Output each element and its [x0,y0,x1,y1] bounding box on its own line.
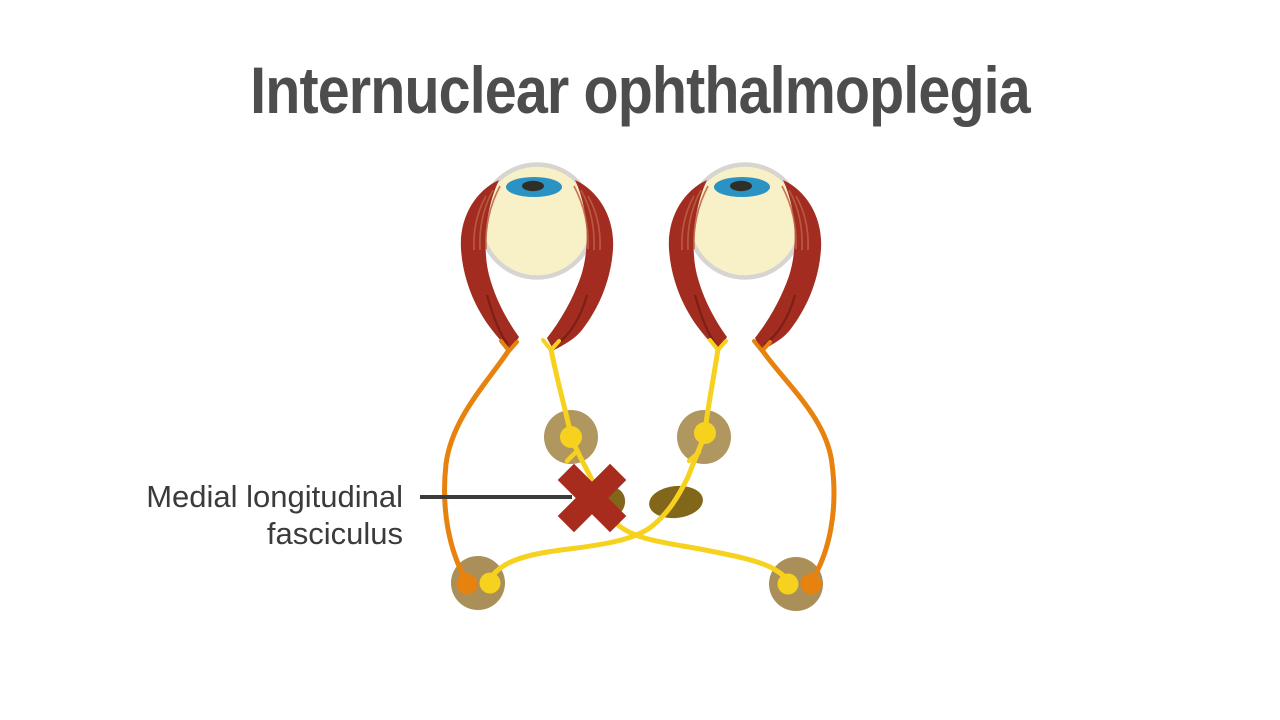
pupil [522,180,544,192]
abducens-internuclear-dot-right [777,573,799,595]
mlf-fiber-right-to-left [487,431,708,584]
abducens-motor-dot-right [800,573,822,595]
abducens-motor-dot-left [456,573,478,595]
mlf-label-line1: Medial longitudinal [146,479,403,514]
lesion-x-icon [557,463,627,533]
muscle-striations [473,185,601,251]
left-eye [460,162,614,350]
medial-longitudinal-fasciculus-label: Medial longitudinal fasciculus [146,478,403,552]
lateral-rectus-pathway-right [759,347,837,585]
page-title: Internuclear ophthalmoplegia [250,53,1031,127]
axon-branch-left [564,448,580,464]
mlf-fiber-left-to-right [568,435,791,585]
nerve-terminal-medial-right [708,338,728,352]
rectus-muscle-inner [547,180,614,350]
right-eye [669,165,821,351]
abducens-nucleus-left [451,556,505,610]
nerve-terminal-lateral-left [499,339,519,353]
oculomotor-neuron-dot-right [694,422,716,444]
nerve-terminal-medial-left [541,338,561,352]
axon-branch-right [686,449,702,464]
oculomotor-neuron-dot-left [560,426,582,448]
lateral-rectus-pathway-left [442,347,512,585]
mlf-label-line2: fasciculus [266,516,403,551]
nerve-terminal-lateral-right [752,339,772,353]
abducens-internuclear-dot-left [479,572,501,594]
